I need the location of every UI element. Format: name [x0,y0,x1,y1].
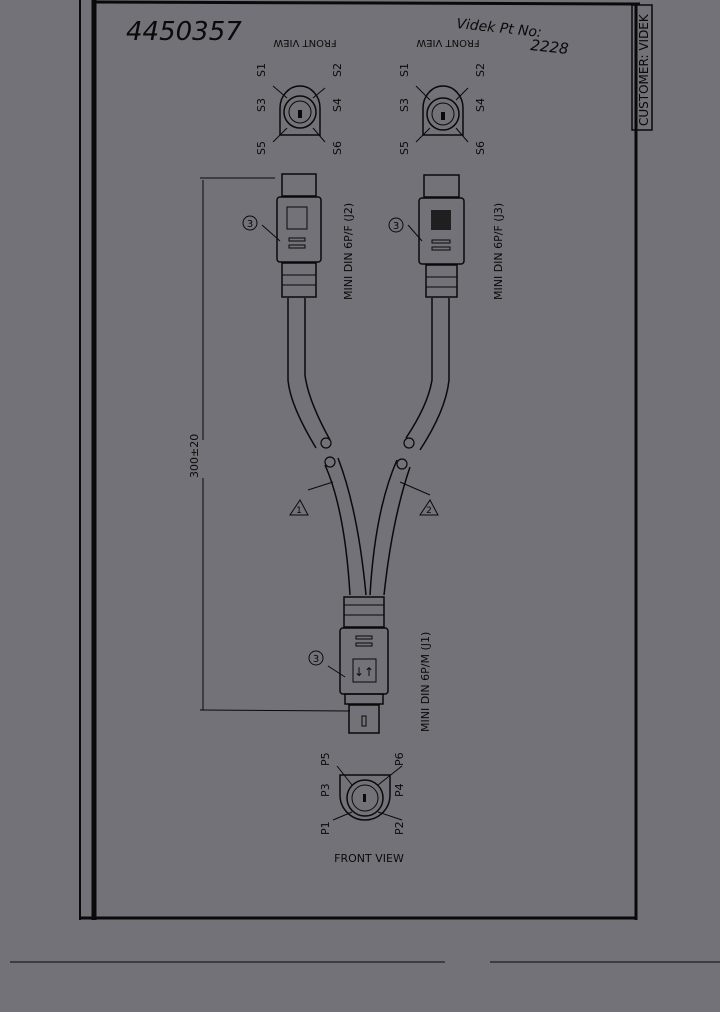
j1-label: MINI DIN 6P/M (J1) [419,632,432,732]
handwritten-number: 4450357 [126,17,242,47]
item-callout: 3 [313,654,319,665]
front-view-label: FRONT VIEW [416,37,479,48]
pin-label: S4 [474,98,487,112]
pin-label: S6 [331,141,344,155]
drawing-frame [10,0,720,963]
dimension-label: 300±20 [188,434,201,478]
j3-connector: 3 MINI DIN 6P/F (J3) [388,174,505,300]
item-callout: 3 [393,221,399,232]
note-flag: 1 [296,506,302,516]
j3-front-view: FRONT VIEW S1 S2 S3 S4 S5 S6 [398,37,487,155]
note-flag: 2 [426,506,432,516]
j2-front-view: FRONT VIEW S1 S2 S3 S4 S5 S6 [255,37,344,155]
pin-label: S2 [474,63,487,77]
front-view-label: FRONT VIEW [273,37,336,48]
pin-label: P6 [393,752,406,766]
item-callout: 3 [247,219,253,230]
pin-label: S3 [398,98,411,112]
j1-connector: ↓↑ 3 MINI DIN 6P/M (J1) [308,596,432,734]
pin-label: P4 [393,783,406,797]
customer-label: CUSTOMER: VIDEK [637,13,651,126]
pin-label: S1 [255,63,268,77]
pin-label: S5 [398,141,411,155]
part-no-value: 2228 [530,36,570,58]
front-view-label: FRONT VIEW [334,852,404,865]
pin-label: P1 [319,821,332,835]
pin-label: P5 [319,752,332,766]
pin-label: S3 [255,98,268,112]
pin-label: S5 [255,141,268,155]
j1-front-view: P1 P2 P3 P4 P5 P6 FRONT VIEW [319,752,406,865]
pin-label: S1 [398,63,411,77]
j2-connector: 3 MINI DIN 6P/F (J2) [242,173,355,300]
j3-label: MINI DIN 6P/F (J3) [492,203,505,300]
pin-label: P3 [319,783,332,797]
j2-label: MINI DIN 6P/F (J2) [342,203,355,300]
pin-label: P2 [393,821,406,835]
pin-label: S6 [474,141,487,155]
pin-label: S2 [331,63,344,77]
cables: 1 2 [287,298,450,596]
pin-label: S4 [331,98,344,112]
length-dimension: 300±20 [188,177,351,712]
swap-arrows-icon: ↓↑ [354,665,374,679]
